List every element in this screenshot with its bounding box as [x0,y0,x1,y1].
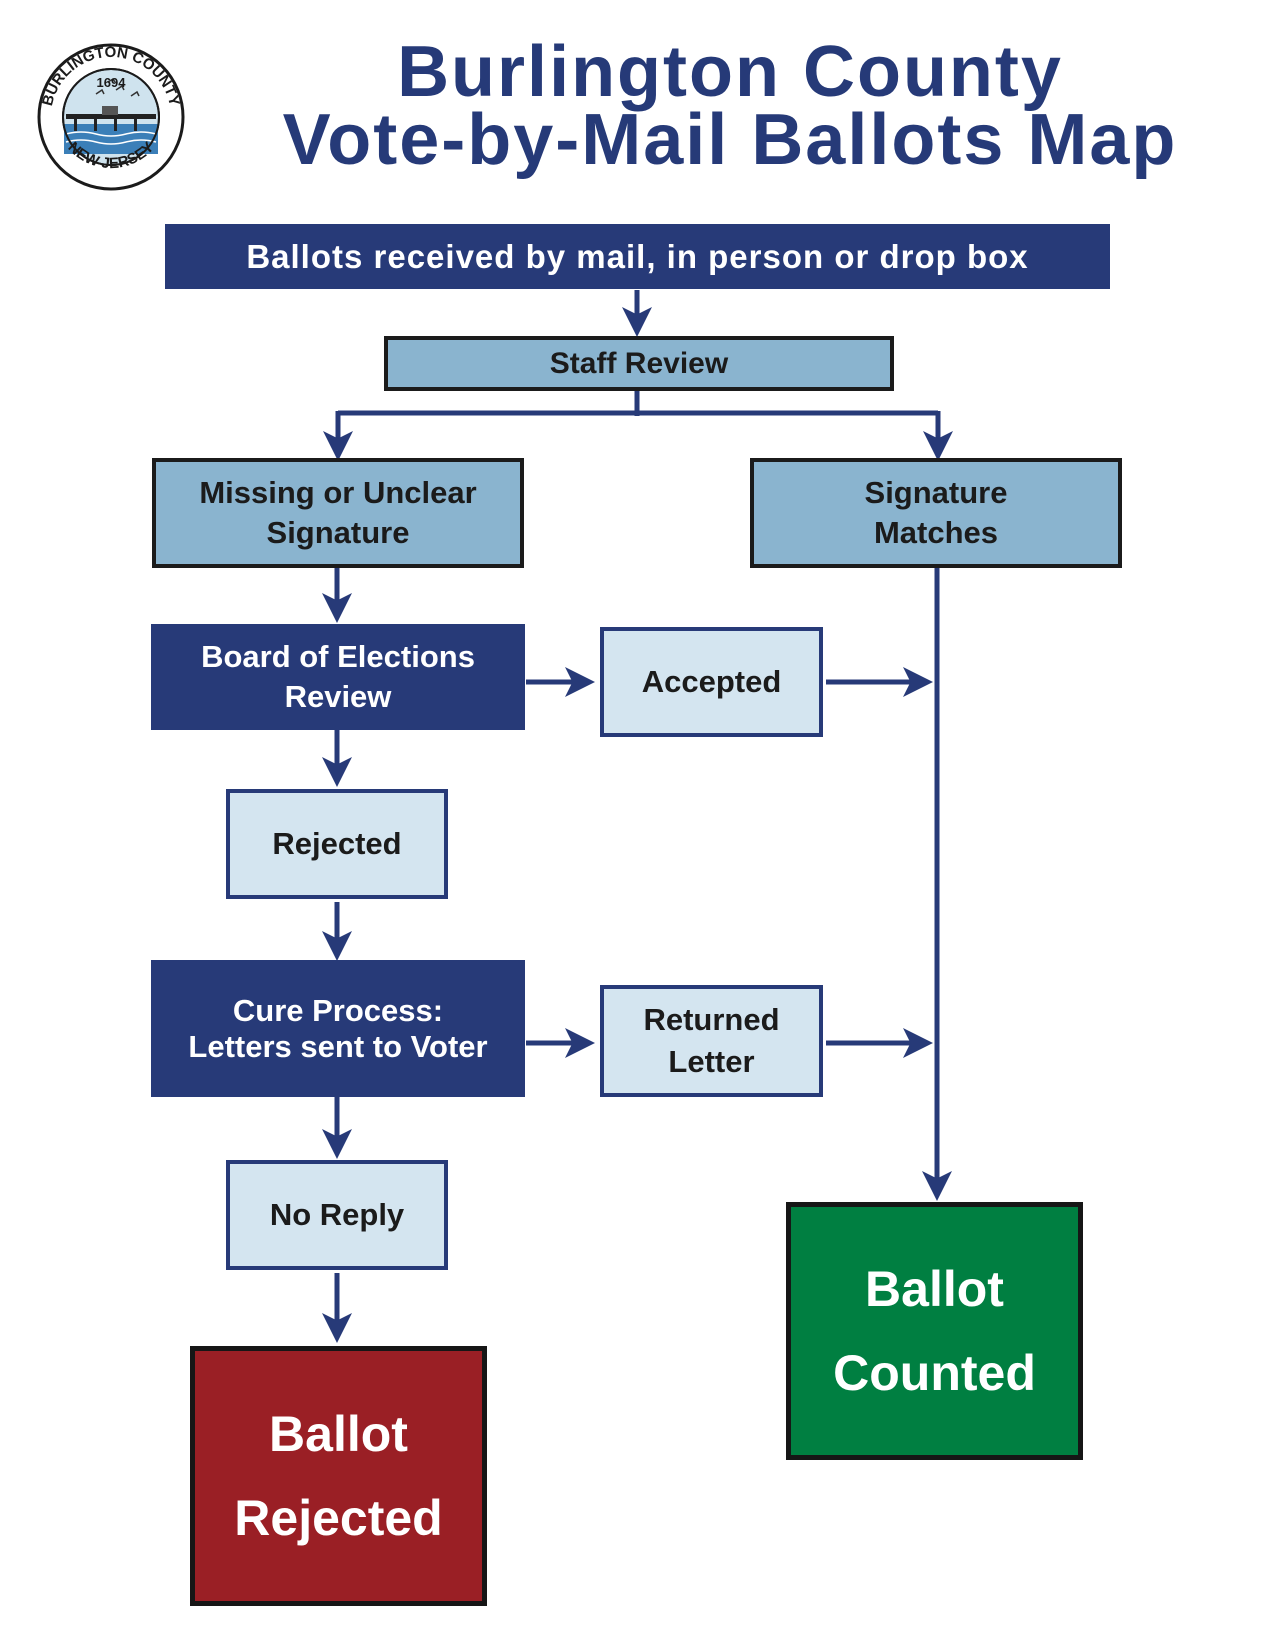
node-returned-letter-line-2: Letter [668,1044,755,1079]
node-signature-matches-line-1: Signature [864,475,1008,510]
page-title-line-1: Burlington County [397,32,1063,112]
node-board-review-line-2: Review [284,679,392,714]
node-rejected-label: Rejected [272,826,402,861]
node-missing-signature-line-2: Signature [266,515,410,550]
node-missing-signature-line-1: Missing or Unclear [199,475,477,510]
node-ballots-received: Ballots received by mail, in person or d… [165,224,1110,289]
node-cure-process: Cure Process: Letters sent to Voter [151,960,525,1097]
node-cure-process-line-2: Letters sent to Voter [188,1028,488,1064]
node-ballot-counted: Ballot Counted [786,1202,1083,1460]
page-title-line-2: Vote-by-Mail Ballots Map [282,100,1178,180]
node-ballot-counted-line-2: Counted [833,1345,1036,1401]
node-ballot-rejected-line-2: Rejected [234,1490,443,1546]
node-signature-matches-line-2: Matches [873,515,999,550]
node-returned-letter: Returned Letter [600,985,823,1097]
node-no-reply-label: No Reply [269,1197,405,1232]
node-accepted-label: Accepted [641,664,782,699]
node-ballots-received-label: Ballots received by mail, in person or d… [246,237,1029,275]
node-board-of-elections-review: Board of Elections Review [151,624,525,730]
node-cure-process-line-1: Cure Process: [232,992,444,1028]
node-accepted: Accepted [600,627,823,737]
node-ballot-rejected: Ballot Rejected [190,1346,487,1606]
node-ballot-counted-line-1: Ballot [865,1261,1004,1317]
node-signature-matches: Signature Matches [750,458,1122,568]
node-no-reply: No Reply [226,1160,448,1270]
county-seal-logo: BURLINGTON COUNTY NEW JERSEY 1694 [36,42,186,192]
seal-year: 1694 [97,75,127,90]
node-staff-review-label: Staff Review [549,346,729,380]
node-returned-letter-line-1: Returned [643,1002,780,1037]
node-staff-review: Staff Review [384,336,894,391]
node-missing-signature: Missing or Unclear Signature [152,458,524,568]
node-ballot-rejected-line-1: Ballot [269,1406,408,1462]
node-rejected: Rejected [226,789,448,899]
node-board-review-line-1: Board of Elections [201,639,475,674]
